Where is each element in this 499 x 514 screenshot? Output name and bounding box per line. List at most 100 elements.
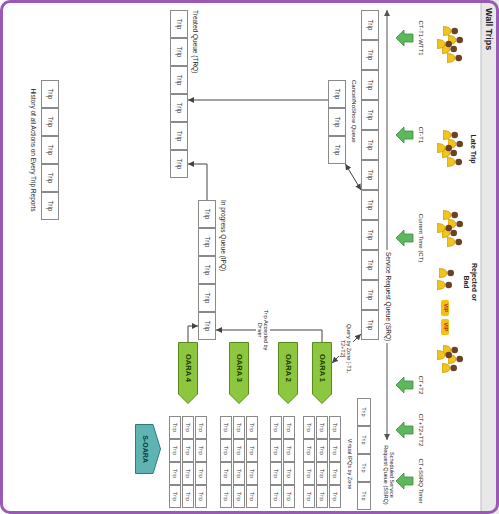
trip-label: Trip <box>236 469 242 478</box>
trip-label: Trip <box>185 492 191 501</box>
arrow-outline <box>136 425 161 474</box>
trip-label: Trip <box>198 423 204 432</box>
queue-title: In progress Queue (IPQ) <box>220 200 227 271</box>
queue-title: Scheduled Service Request Queue (SSRQ) <box>382 444 395 506</box>
time-marker-arrows <box>396 30 413 489</box>
vip-badge: VIP <box>441 300 449 316</box>
trip-label: Trip <box>306 469 312 478</box>
trip-label: Trip <box>249 423 255 432</box>
trip-box: Trip <box>316 416 328 439</box>
trip-label: Trip <box>172 423 178 432</box>
trip-box: Trip <box>246 416 258 439</box>
trip-label: Trip <box>286 469 292 478</box>
trip-label: Trip <box>46 145 53 156</box>
trip-label: Trip <box>286 492 292 501</box>
trip-label: Trip <box>366 320 373 331</box>
queue-title: Treated Queue (TRQ) <box>192 10 199 73</box>
edge-label: Query by Zone [-T1, T2+T2] <box>339 320 353 378</box>
trip-box: Trip <box>328 80 346 108</box>
trip-label: Trip <box>185 469 191 478</box>
trip-box: Trip <box>270 485 282 508</box>
trip-label: Trip <box>46 173 53 184</box>
trip-label: Trip <box>332 469 338 478</box>
queue-agent-label: OARA 4 <box>184 354 193 382</box>
trip-box: Trip <box>361 160 379 190</box>
trip-box: Trip <box>170 94 188 122</box>
time-marker-label: Current Time (CT) <box>417 206 424 270</box>
trip-box: Trip <box>233 439 245 462</box>
trip-label: Trip <box>223 469 229 478</box>
passenger-group <box>437 269 454 290</box>
trip-label: Trip <box>361 435 367 444</box>
trip-label: Trip <box>332 492 338 501</box>
header-band <box>481 0 499 514</box>
arrow-outline <box>179 343 198 404</box>
trip-box: Trip <box>182 439 194 462</box>
trip-label: Trip <box>175 19 182 30</box>
trip-box: Trip <box>357 398 371 426</box>
grid-title: Virtual IPQs by Zone <box>347 418 353 510</box>
trip-box: Trip <box>195 462 207 485</box>
flow-connector <box>345 164 361 190</box>
trip-box: Trip <box>195 485 207 508</box>
trip-label: Trip <box>236 492 242 501</box>
trip-box: Trip <box>361 280 379 310</box>
drawing-part <box>396 377 413 393</box>
oara-arrow: OARA 1 <box>312 342 332 404</box>
drawing-part <box>447 54 462 63</box>
trip-label: Trip <box>273 492 279 501</box>
trip-label: Trip <box>175 75 182 86</box>
trip-label: Trip <box>203 209 210 220</box>
trip-box: Trip <box>329 462 341 485</box>
trip-label: Trip <box>319 446 325 455</box>
passenger-group <box>437 131 463 167</box>
trip-label: Trip <box>185 446 191 455</box>
trip-box: Trip <box>169 485 181 508</box>
trip-box: Trip <box>357 482 371 510</box>
trip-label: Trip <box>332 446 338 455</box>
queue-span-arrow <box>387 10 388 440</box>
trip-label: Trip <box>175 131 182 142</box>
time-marker-label: CT+T2+TT2 <box>417 408 424 452</box>
drawing-part <box>396 30 413 46</box>
trip-box: Trip <box>41 80 59 108</box>
trip-label: Trip <box>203 293 210 304</box>
trip-box: Trip <box>270 462 282 485</box>
queue-agent-label: OARA 2 <box>284 354 293 382</box>
trip-label: Trip <box>366 170 373 181</box>
trip-label: Trip <box>198 469 204 478</box>
trip-label: Trip <box>361 491 367 500</box>
trip-box: Trip <box>170 150 188 178</box>
trip-label: Trip <box>286 446 292 455</box>
oara-arrow: OARA 4 <box>178 342 198 404</box>
trip-label: Trip <box>273 446 279 455</box>
trip-box: Trip <box>303 485 315 508</box>
trip-box: Trip <box>361 250 379 280</box>
header-title: Wall Trips <box>484 8 494 50</box>
drawing-part <box>396 422 413 438</box>
trip-box: Trip <box>283 462 295 485</box>
drawing-part <box>437 40 452 49</box>
trip-label: Trip <box>175 159 182 170</box>
trip-box: Trip <box>41 136 59 164</box>
trip-box: Trip <box>182 485 194 508</box>
flow-connector <box>188 164 207 200</box>
trip-box: Trip <box>198 200 216 228</box>
trip-label: Trip <box>366 200 373 211</box>
trip-box: Trip <box>329 485 341 508</box>
trip-label: Trip <box>175 47 182 58</box>
trip-label: Trip <box>175 103 182 114</box>
trip-box: Trip <box>283 485 295 508</box>
trip-box: Trip <box>328 136 346 164</box>
trip-box: Trip <box>361 100 379 130</box>
trip-box: Trip <box>361 190 379 220</box>
trip-label: Trip <box>319 469 325 478</box>
queue-title: Service Request Queue (SRQ) <box>385 250 392 343</box>
trip-label: Trip <box>361 463 367 472</box>
flow-connector <box>188 326 198 342</box>
queue-agent-label: OARA 3 <box>235 354 244 382</box>
trip-box: Trip <box>169 416 181 439</box>
trip-box: Trip <box>41 192 59 220</box>
trip-box: Trip <box>220 485 232 508</box>
drawing-part <box>443 211 458 220</box>
